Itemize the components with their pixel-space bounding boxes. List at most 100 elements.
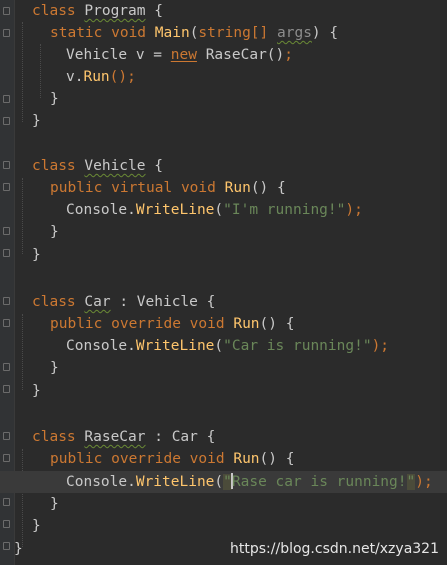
fold-marker-icon[interactable] [3, 183, 10, 191]
code-line-17[interactable]: } [0, 357, 447, 379]
fold-marker-icon[interactable] [3, 319, 10, 327]
method-call: WriteLine [135, 474, 215, 490]
method-name: Run [224, 180, 251, 196]
fold-marker-icon[interactable] [3, 520, 10, 528]
indent-guide [22, 449, 23, 547]
param-name: args [277, 25, 312, 41]
fold-marker-icon[interactable] [3, 542, 10, 550]
fold-marker-icon[interactable] [3, 498, 10, 506]
code-line-10[interactable]: Console.WriteLine("I'm running!"); [0, 199, 447, 221]
keyword-class: class [32, 158, 76, 174]
modifiers: public override void [50, 451, 225, 467]
string-literal: "Car is running!" [223, 338, 372, 354]
receiver: v. [66, 69, 84, 85]
fold-marker-icon[interactable] [3, 29, 10, 37]
brace: } [32, 113, 41, 129]
paren: ) [311, 25, 321, 41]
code-line-3[interactable]: Vehicle v = new RaseCar(); [0, 44, 447, 66]
fold-marker-icon[interactable] [3, 454, 10, 462]
method-call: Run [83, 69, 110, 85]
class-name: Vehicle [84, 158, 146, 174]
brace: } [50, 224, 59, 240]
fold-marker-icon[interactable] [3, 385, 10, 393]
keyword-class: class [32, 3, 76, 19]
constructor-call: RaseCar() [205, 47, 285, 63]
string-literal: "I'm running!" [223, 202, 346, 218]
code-line-14[interactable]: class Car : Vehicle { [0, 291, 447, 313]
paren: ( [214, 202, 224, 218]
code-line-8[interactable]: class Vehicle { [0, 155, 447, 177]
base-class: : Vehicle { [119, 294, 216, 310]
method-name: Run [233, 316, 260, 332]
code-line-2[interactable]: static void Main(string[] args) { [0, 22, 447, 44]
quote-open: " [223, 474, 232, 490]
brace: } [50, 91, 59, 107]
indent-guide [22, 22, 23, 122]
base-class: : Car { [154, 429, 216, 445]
brace: } [14, 541, 23, 557]
declaration: Vehicle v = [66, 47, 163, 63]
call-close: ); [371, 338, 390, 354]
receiver: Console. [66, 202, 136, 218]
code-line-18[interactable]: } [0, 380, 447, 402]
brace: { [154, 3, 163, 19]
fold-marker-icon[interactable] [3, 297, 10, 305]
indent-guide [40, 44, 41, 98]
code-line-24[interactable]: } [0, 515, 447, 537]
method-call: WriteLine [135, 338, 215, 354]
method-name: Run [233, 451, 260, 467]
class-name: RaseCar [84, 429, 146, 445]
fold-marker-icon[interactable] [3, 117, 10, 125]
keyword-new: new [170, 47, 197, 63]
code-line-25[interactable]: } [0, 538, 447, 560]
code-line-22-current[interactable]: Console.WriteLine("Rase car is running!"… [0, 471, 447, 493]
code-line-23[interactable]: } [0, 493, 447, 515]
indent-guide [22, 314, 23, 390]
paren: ( [214, 474, 224, 490]
paren: ( [189, 25, 199, 41]
receiver: Console. [66, 474, 136, 490]
modifiers: public override void [50, 316, 225, 332]
text-caret [230, 473, 233, 489]
brace: } [50, 360, 59, 376]
code-line-4[interactable]: v.Run(); [0, 66, 447, 88]
brace: } [32, 247, 41, 263]
fold-marker-icon[interactable] [3, 432, 10, 440]
brace: } [32, 518, 41, 534]
editor-gutter [0, 0, 15, 565]
code-line-20[interactable]: class RaseCar : Car { [0, 426, 447, 448]
signature-rest: () { [259, 451, 295, 467]
fold-marker-icon[interactable] [3, 249, 10, 257]
method-call: WriteLine [135, 202, 215, 218]
code-line-9[interactable]: public virtual void Run() { [0, 177, 447, 199]
fold-marker-icon[interactable] [3, 95, 10, 103]
call-close: ); [415, 474, 433, 490]
fold-marker-icon[interactable] [3, 363, 10, 371]
brace: { [154, 158, 163, 174]
indent-guide [22, 178, 23, 254]
code-line-12[interactable]: } [0, 244, 447, 266]
code-line-21[interactable]: public override void Run() { [0, 448, 447, 470]
class-name: Car [84, 294, 111, 310]
brace: } [50, 496, 59, 512]
brace: } [32, 383, 41, 399]
fold-marker-icon[interactable] [3, 227, 10, 235]
code-line-1[interactable]: class Program { [0, 0, 447, 22]
string-literal: Rase car is running! [231, 474, 407, 490]
signature-rest: () { [250, 180, 286, 196]
code-line-5[interactable]: } [0, 88, 447, 110]
param-type: string[] [198, 25, 269, 41]
signature-rest: () { [259, 316, 295, 332]
modifiers: public virtual void [50, 180, 216, 196]
keyword-class: class [32, 429, 76, 445]
code-line-16[interactable]: Console.WriteLine("Car is running!"); [0, 335, 447, 357]
method-name: Main [154, 25, 190, 41]
code-line-6[interactable]: } [0, 110, 447, 132]
code-line-15[interactable]: public override void Run() { [0, 313, 447, 335]
code-line-11[interactable]: } [0, 221, 447, 243]
quote-close: " [406, 474, 416, 490]
fold-marker-icon[interactable] [3, 161, 10, 169]
fold-marker-icon[interactable] [3, 7, 10, 15]
call-rest: (); [109, 69, 136, 85]
